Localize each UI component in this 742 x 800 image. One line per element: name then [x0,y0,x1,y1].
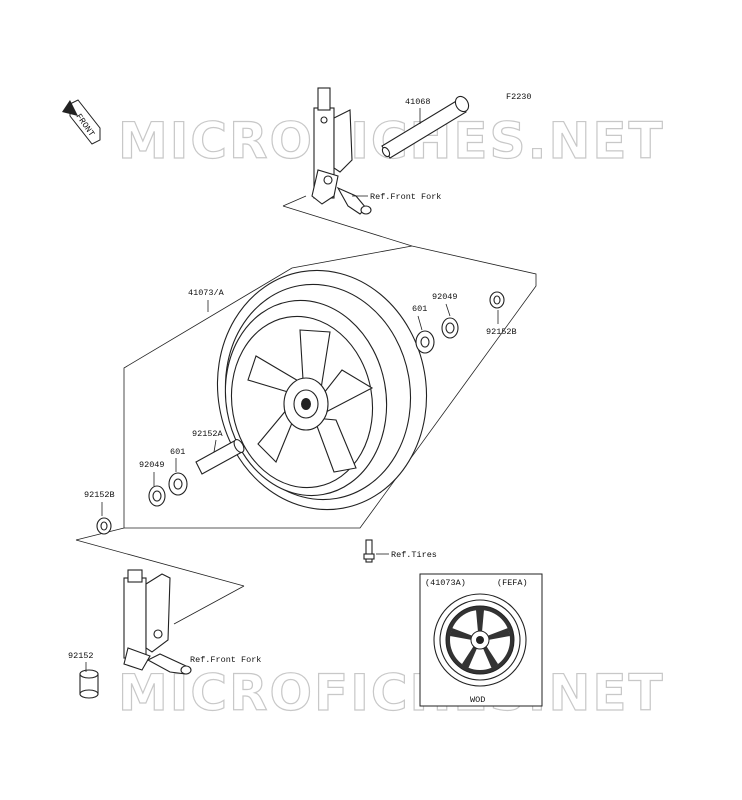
collar-bottom-illustration [79,669,99,699]
inset-color-code: WOD [470,695,485,705]
label-wheel: 41073/A [188,288,225,298]
inset-part: (41073A) [425,578,466,588]
spacer-illustration [195,439,245,475]
label-axle: 41068 [405,97,431,107]
seal-right-illustration [441,317,459,339]
label-collar-right: 92152B [486,327,517,337]
inset-variant: (FEFA) [497,578,528,588]
ref-front-fork-top: Ref.Front Fork [370,192,441,202]
seal-left-illustration [148,485,166,507]
bearing-right-illustration [415,330,435,354]
label-seal-right: 92049 [432,292,458,302]
watermark-bottom: MICROFICHES.NET [118,664,665,722]
label-collar-left: 92152B [84,490,115,500]
tire-valve-illustration [363,539,375,563]
collar-right-illustration [489,291,505,309]
label-spacer: 92152A [192,429,224,439]
ref-front-fork-bottom: Ref.Front Fork [190,655,261,665]
inset-variant-box: (41073A) (FEFA) WOD [419,573,543,707]
front-fork-top-illustration [311,87,372,215]
collar-left-illustration [96,517,112,535]
label-bearing-left: 601 [170,447,185,457]
ref-tires: Ref.Tires [391,550,437,560]
wheel-rim-illustration [216,269,428,511]
label-seal-left: 92049 [139,460,165,470]
diagram-code: F2230 [506,92,532,102]
front-fork-bottom-illustration [123,569,192,675]
bearing-left-illustration [168,472,188,496]
front-arrow-icon: FRONT [62,99,101,145]
label-bearing-right: 601 [412,304,427,314]
label-collar-bottom: 92152 [68,651,94,661]
front-axle-illustration [381,95,470,159]
